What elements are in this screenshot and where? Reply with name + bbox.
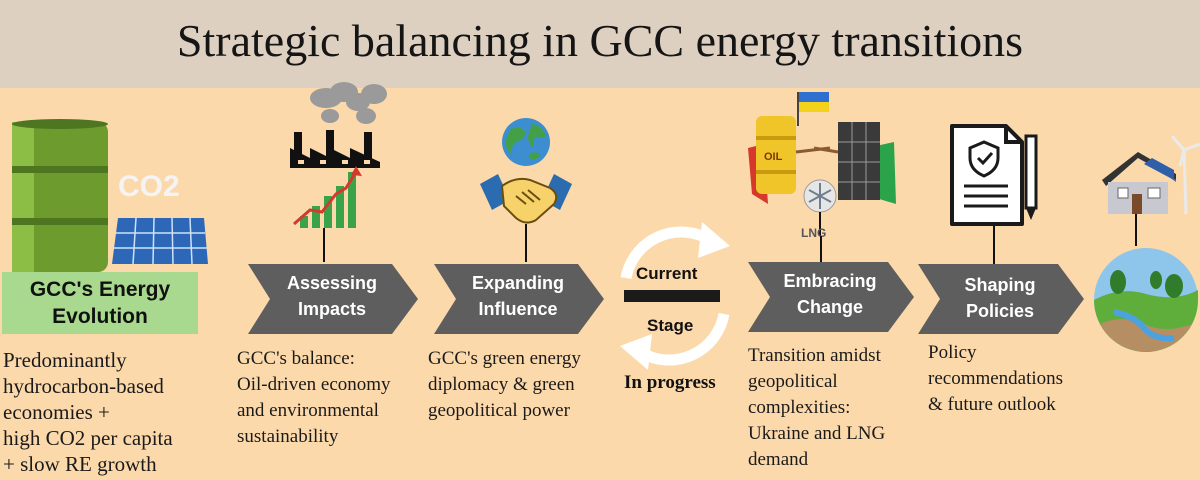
step-embracing-change-label: Embracing Change xyxy=(783,271,877,317)
current-stage-cycle-icon xyxy=(620,222,730,370)
assessing-impacts-chevron xyxy=(248,264,418,334)
policy-document-icon xyxy=(950,124,1038,270)
header-band xyxy=(0,0,1200,88)
step-expanding-influence-label: Expanding Influence xyxy=(471,273,564,319)
stage-label: Stage xyxy=(647,316,694,335)
step-shaping-policies-label: Shaping Policies xyxy=(964,275,1036,321)
evolution-box: GCC's Energy Evolution xyxy=(2,272,198,334)
step-shaping-policies-description: Policy recommendations & future outlook xyxy=(928,342,1064,415)
step-assessing-impacts-description: GCC's balance: Oil-driven economy and en… xyxy=(237,348,391,447)
co2-icon-label: CO2 xyxy=(118,170,180,203)
oil-barrel-solar-ukraine-lng-icon: OIL xyxy=(748,92,896,236)
step-expanding-influence-description: GCC's green energy diplomacy & green geo… xyxy=(428,348,581,421)
evolution-title: GCC's Energy Evolution xyxy=(2,276,198,330)
expanding-influence-chevron xyxy=(434,264,604,334)
embracing-connector-line xyxy=(820,236,822,266)
current-label: Current xyxy=(636,264,698,283)
in-progress-label: In progress xyxy=(624,372,716,393)
evolution-title-line2: Evolution xyxy=(52,305,148,328)
oil-barrel-label: OIL xyxy=(764,151,783,163)
evolution-title-line1: GCC's Energy xyxy=(29,278,171,301)
evolution-description: Predominantly hydrocarbon-based economie… xyxy=(3,348,173,476)
factory-growth-chart-icon xyxy=(290,82,387,262)
step-assessing-impacts-label: Assessing Impacts xyxy=(286,273,378,319)
shaping-policies-chevron xyxy=(918,264,1084,334)
sustainable-house-landscape-icon xyxy=(1094,136,1200,352)
step-embracing-change-description: Transition amidst geopolitical complexit… xyxy=(748,345,886,470)
oil-barrel-solar-panel-icon xyxy=(12,119,208,272)
page-title: Strategic balancing in GCC energy transi… xyxy=(176,15,1024,66)
globe-handshake-icon xyxy=(480,118,572,262)
embracing-change-chevron xyxy=(748,262,914,332)
